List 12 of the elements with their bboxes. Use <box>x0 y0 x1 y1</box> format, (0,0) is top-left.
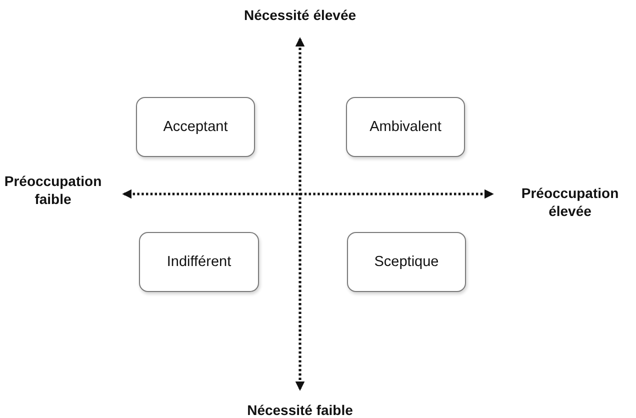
quadrant-box <box>136 97 255 157</box>
axis-label: Préoccupation faible <box>3 172 103 208</box>
quadrant-box <box>139 232 259 292</box>
axis-label: Préoccupation élevée <box>520 184 620 220</box>
quadrant-label: Acceptant <box>163 119 228 135</box>
quadrant-box <box>346 97 465 157</box>
axis-label: Nécessité élevée <box>242 6 358 24</box>
quadrant-label: Sceptique <box>374 254 439 270</box>
quadrant-label: Indifférent <box>166 254 232 270</box>
axis-label: Nécessité faible <box>246 401 354 418</box>
quadrant-label: Ambivalent <box>370 119 442 135</box>
quadrant-box <box>347 232 466 292</box>
